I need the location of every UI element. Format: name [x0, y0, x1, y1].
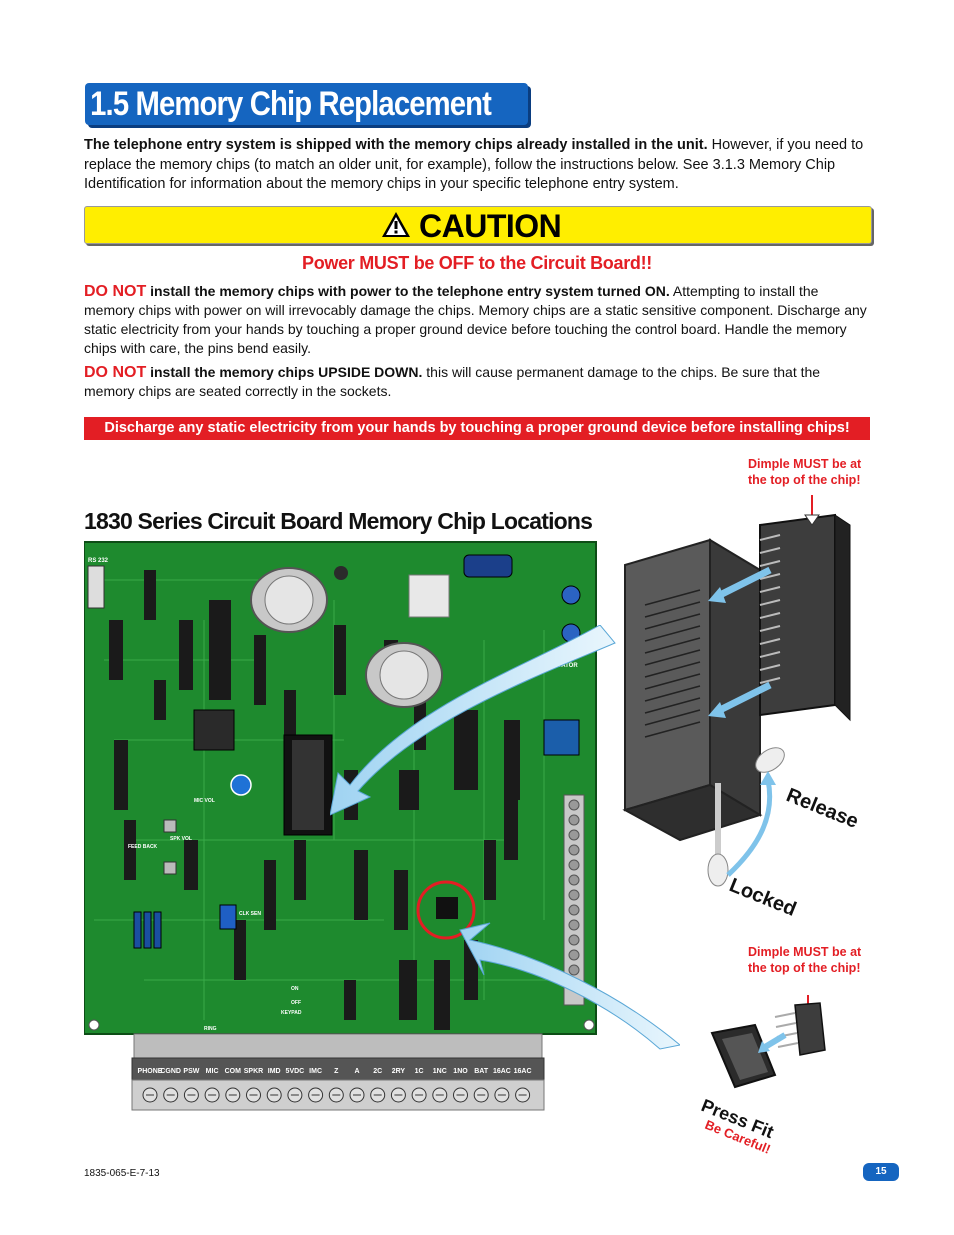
caution-banner: CAUTION: [84, 206, 872, 244]
feedback-label: FEED BACK: [128, 844, 158, 850]
arrow-overlay: [330, 625, 680, 1050]
caution-label: CAUTION: [419, 208, 562, 244]
ring-label: RING: [204, 1026, 217, 1032]
release-label: Release: [783, 784, 861, 833]
terminal-label: PSW: [183, 1068, 199, 1075]
mic-vol-pot: [230, 774, 252, 796]
arrow-to-small-chip: [459, 922, 680, 1050]
keypad-label: KEYPAD: [281, 1010, 302, 1016]
spk-vol-label: SPK VOL: [170, 836, 192, 842]
elevator-label: ELEVATOR: [546, 663, 578, 669]
heatsink: [408, 574, 450, 618]
rs232-label: RS 232: [88, 558, 109, 564]
terminal-label: 5VDC: [286, 1068, 305, 1075]
intro-bold: The telephone entry system is shipped wi…: [84, 137, 708, 153]
off-label: OFF: [291, 1000, 301, 1006]
board-title: 1830 Series Circuit Board Memory Chip Lo…: [84, 508, 593, 534]
terminal-label: MIC: [206, 1068, 219, 1075]
power-warning: Power MUST be OFF to the Circuit Board!!: [301, 253, 652, 273]
capacitor: [463, 554, 513, 578]
warning-1: DO NOT install the memory chips with pow…: [84, 282, 870, 358]
terminal-block: [131, 1033, 545, 1111]
terminal-label: 1NO: [453, 1068, 468, 1075]
blue-module: [543, 719, 580, 756]
terminal-label: IMD: [268, 1068, 281, 1075]
terminal-label: 16AC: [493, 1068, 511, 1075]
arrow-to-main-chip: [330, 625, 616, 816]
zif-socket-diagram: Release Locked: [622, 495, 861, 921]
terminal-label: 1NC: [433, 1068, 447, 1075]
section-title-box: 1.5 Memory Chip Replacement: [85, 83, 528, 125]
clk-sen-switch: [219, 904, 237, 930]
terminal-label: COM: [225, 1068, 242, 1075]
document-code: 1835-065-E-7-13: [84, 1168, 160, 1179]
warning-1-text: Attempting to install the memory chips w…: [84, 283, 867, 356]
clk-sen-label: CLK SEN: [239, 911, 261, 917]
warning-2-text: this will cause permanent damage to the …: [84, 364, 821, 399]
highlight-circle: [416, 880, 476, 940]
terminal-label: SPKR: [244, 1068, 263, 1075]
terminal-label: CGND: [160, 1068, 181, 1075]
terminal-label: PHONE: [138, 1068, 163, 1075]
locked-label: Locked: [726, 874, 799, 921]
do-not-label: DO NOT: [84, 283, 147, 300]
warning-triangle-icon: [382, 212, 410, 237]
terminal-label: BAT: [474, 1068, 489, 1075]
rs232-connector: [87, 565, 105, 609]
mic-vol-label: MIC VOL: [194, 798, 215, 804]
page-title: 1.5 Memory Chip Replacement: [90, 85, 492, 123]
terminal-screws: [142, 1087, 531, 1103]
on-label: ON: [291, 986, 299, 992]
terminal-label: 1C: [415, 1068, 424, 1075]
press-fit-diagram: Press Fit Be Careful!: [700, 995, 826, 1157]
resistor-packs: [133, 911, 162, 949]
intro-rest: However, if you need to replace the memo…: [84, 137, 864, 192]
feedback-pot: [163, 861, 177, 875]
socket-ribs: [644, 589, 701, 738]
discharge-banner: Discharge any static electricity from yo…: [84, 417, 870, 440]
capacitor-small: [561, 585, 581, 605]
memory-chip: [292, 740, 324, 830]
terminal-label: 2C: [373, 1068, 382, 1075]
plcc-chip: [193, 709, 235, 751]
intro-paragraph: The telephone entry system is shipped wi…: [84, 136, 870, 195]
terminal-label: 2RY: [392, 1068, 406, 1075]
spk-vol-pot: [163, 819, 177, 833]
terminal-label: Z: [334, 1068, 339, 1075]
dimple-note-top: Dimple MUST be at the top of the chip!: [748, 457, 862, 487]
do-not-label: DO NOT: [84, 364, 147, 381]
warning-2-bold: install the memory chips UPSIDE DOWN.: [146, 364, 423, 380]
terminal-label: 16AC: [514, 1068, 532, 1075]
dimple-note-bottom: Dimple MUST be at the top of the chip!: [748, 945, 862, 975]
circuit-board-diagram: RS 232: [84, 541, 597, 1111]
warning-1-bold: install the memory chips with power to t…: [146, 283, 670, 299]
terminal-label: IMC: [309, 1068, 322, 1075]
terminal-label: A: [354, 1068, 359, 1075]
page-number: 15: [863, 1163, 899, 1181]
warning-2: DO NOT install the memory chips UPSIDE D…: [84, 363, 870, 401]
memory-chip-small: [436, 897, 458, 919]
